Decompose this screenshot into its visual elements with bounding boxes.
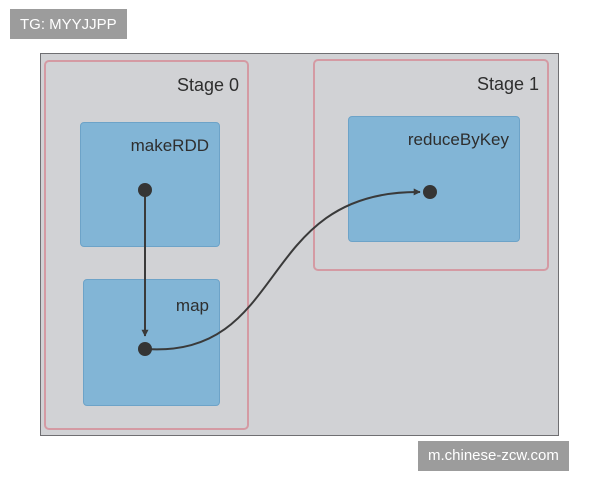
stage-0-box: Stage 0 makeRDD map — [44, 60, 249, 430]
rdd-node-reducebykey-label: reduceByKey — [407, 130, 509, 149]
stage-1-box: Stage 1 reduceByKey — [313, 59, 549, 271]
watermark-bottom: m.chinese-zcw.com — [418, 441, 569, 471]
rdd-node-makerdd-label: makeRDD — [130, 136, 209, 155]
rdd-node-makerdd[interactable]: makeRDD — [80, 122, 220, 247]
watermark-top: TG: MYYJJPP — [10, 9, 127, 39]
dag-canvas: Stage 0 makeRDD map Stage 1 reduceByKey — [40, 53, 559, 436]
rdd-node-map[interactable]: map — [83, 279, 220, 406]
rdd-node-reducebykey[interactable]: reduceByKey — [348, 116, 520, 242]
stage-0-label: Stage 0 — [176, 75, 239, 95]
stage-1-label: Stage 1 — [476, 74, 539, 94]
rdd-node-map-label: map — [175, 296, 209, 315]
